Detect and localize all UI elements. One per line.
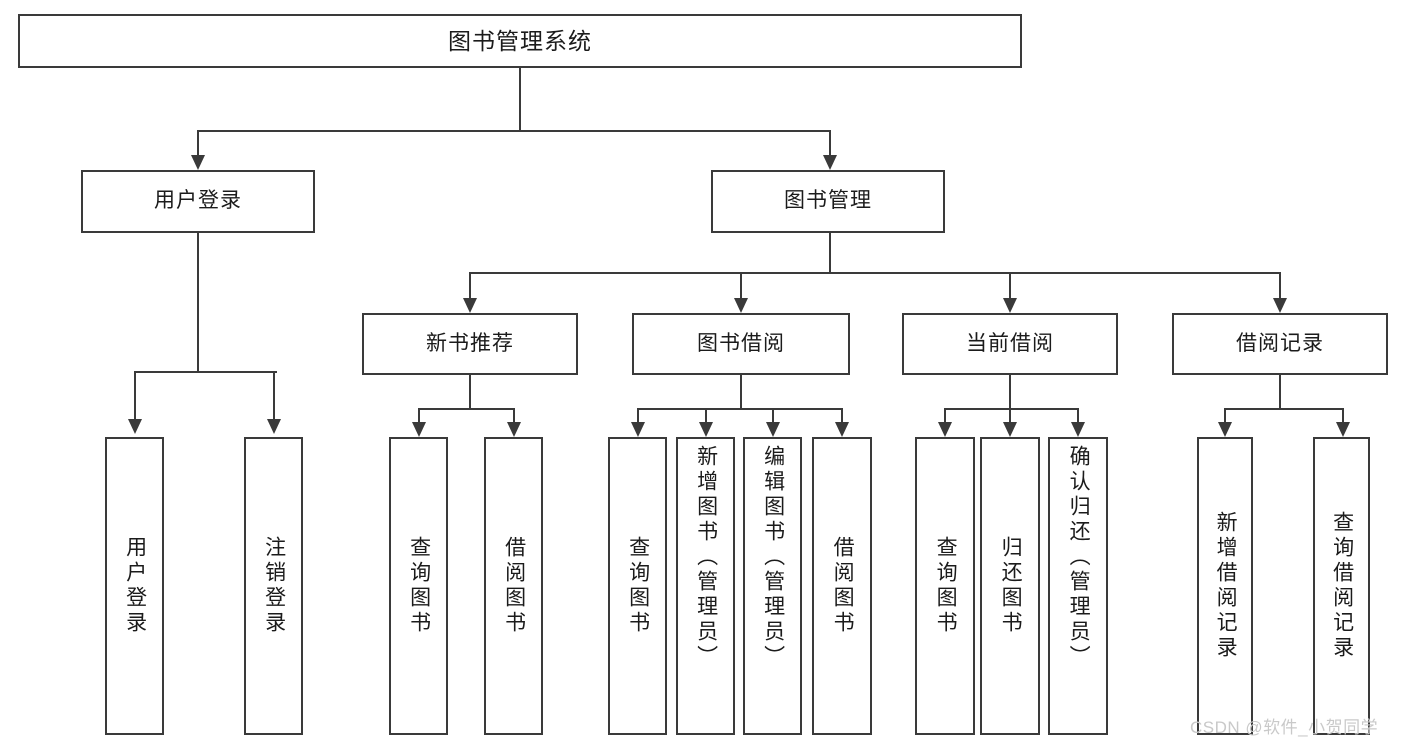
node-label: 新书推荐 — [426, 331, 514, 355]
leaf-label: 查询图书 — [934, 536, 958, 636]
leaf-confirm-return-admin[interactable]: 确认归还（管理员） — [1048, 437, 1108, 735]
connector-bm-to-book-borrow — [740, 272, 742, 298]
arrow-nb-leaf-1 — [412, 422, 426, 437]
connector-root-to-book-management — [829, 130, 831, 155]
connector-borrow-record-bar — [1224, 408, 1342, 410]
connector-new-book-stem — [469, 375, 471, 408]
connector-current-borrow-stem — [1009, 375, 1011, 408]
leaf-label: 注销登录 — [262, 536, 286, 636]
arrow-cb-leaf-3 — [1071, 422, 1085, 437]
arrow-to-user-login — [191, 155, 205, 170]
leaf-add-book-admin[interactable]: 新增图书（管理员） — [676, 437, 735, 735]
leaf-user-login[interactable]: 用户登录 — [105, 437, 164, 735]
arrow-bb-leaf-2 — [699, 422, 713, 437]
leaf-label: 确认归还（管理员） — [1067, 445, 1091, 670]
connector-cb-to-leaf-3 — [1077, 408, 1079, 422]
connector-root-stem — [519, 68, 521, 130]
leaf-label: 新增借阅记录 — [1214, 511, 1238, 661]
connector-bb-to-leaf-1 — [637, 408, 639, 422]
connector-bm-to-new-book — [469, 272, 471, 298]
leaf-add-borrow-record[interactable]: 新增借阅记录 — [1197, 437, 1253, 735]
leaf-label: 查询借阅记录 — [1330, 511, 1354, 661]
arrow-br-leaf-2 — [1336, 422, 1350, 437]
connector-current-borrow-bar — [944, 408, 1078, 410]
node-borrow-record[interactable]: 借阅记录 — [1172, 313, 1388, 375]
connector-bb-to-leaf-3 — [772, 408, 774, 422]
arrow-bb-leaf-4 — [835, 422, 849, 437]
arrow-br-leaf-1 — [1218, 422, 1232, 437]
connector-bm-to-borrow-record — [1279, 272, 1281, 298]
leaf-label: 查询图书 — [407, 536, 431, 636]
connector-bm-to-current-borrow — [1009, 272, 1011, 298]
node-book-borrow[interactable]: 图书借阅 — [632, 313, 850, 375]
leaf-query-book-recommend[interactable]: 查询图书 — [389, 437, 448, 735]
connector-bb-to-leaf-4 — [841, 408, 843, 422]
node-book-management[interactable]: 图书管理 — [711, 170, 945, 233]
arrow-to-borrow-record — [1273, 298, 1287, 313]
connector-book-borrow-stem — [740, 375, 742, 408]
node-label: 图书借阅 — [697, 331, 785, 355]
arrow-cb-leaf-2 — [1003, 422, 1017, 437]
node-label: 图书管理 — [784, 189, 872, 213]
arrow-cb-leaf-1 — [938, 422, 952, 437]
connector-borrow-record-stem — [1279, 375, 1281, 408]
connector-br-to-leaf-2 — [1342, 408, 1344, 422]
arrow-to-current-borrow — [1003, 298, 1017, 313]
leaf-label: 新增图书（管理员） — [694, 445, 718, 670]
node-label: 当前借阅 — [966, 331, 1054, 355]
connector-bb-to-leaf-2 — [705, 408, 707, 422]
connector-new-book-bar — [418, 408, 513, 410]
connector-new-book-to-leaf-2 — [513, 408, 515, 422]
leaf-edit-book-admin[interactable]: 编辑图书（管理员） — [743, 437, 802, 735]
connector-root-to-user-login — [197, 130, 199, 155]
node-current-borrow[interactable]: 当前借阅 — [902, 313, 1118, 375]
connector-book-borrow-bar — [637, 408, 842, 410]
arrow-to-book-management — [823, 155, 837, 170]
connector-user-login-to-leaf-2 — [273, 371, 275, 419]
leaf-label: 借阅图书 — [502, 536, 526, 636]
arrow-bb-leaf-3 — [766, 422, 780, 437]
connector-cb-to-leaf-2 — [1009, 408, 1011, 422]
connector-new-book-to-leaf-1 — [418, 408, 420, 422]
arrow-bb-leaf-1 — [631, 422, 645, 437]
node-label: 用户登录 — [154, 189, 242, 213]
connector-user-login-bar — [134, 371, 277, 373]
node-new-book-recommend[interactable]: 新书推荐 — [362, 313, 578, 375]
leaf-label: 查询图书 — [626, 536, 650, 636]
connector-cb-to-leaf-1 — [944, 408, 946, 422]
leaf-query-borrow-record[interactable]: 查询借阅记录 — [1313, 437, 1370, 735]
leaf-query-book-current[interactable]: 查询图书 — [915, 437, 975, 735]
arrow-to-leaf-user-login — [128, 419, 142, 434]
watermark: CSDN @软件_小贺同学 — [1190, 718, 1379, 737]
leaf-return-book[interactable]: 归还图书 — [980, 437, 1040, 735]
leaf-label: 编辑图书（管理员） — [761, 445, 785, 670]
connector-br-to-leaf-1 — [1224, 408, 1226, 422]
arrow-to-new-book-recommend — [463, 298, 477, 313]
node-user-login[interactable]: 用户登录 — [81, 170, 315, 233]
leaf-logout-login[interactable]: 注销登录 — [244, 437, 303, 735]
arrow-nb-leaf-2 — [507, 422, 521, 437]
leaf-label: 用户登录 — [123, 536, 147, 636]
node-root-book-management-system[interactable]: 图书管理系统 — [18, 14, 1022, 68]
leaf-label: 借阅图书 — [831, 536, 855, 636]
connector-book-management-bar — [469, 272, 1281, 274]
leaf-label: 归还图书 — [999, 536, 1023, 636]
arrow-to-book-borrow — [734, 298, 748, 313]
connector-root-bar — [197, 130, 831, 132]
leaf-query-book-borrow[interactable]: 查询图书 — [608, 437, 667, 735]
arrow-to-leaf-logout — [267, 419, 281, 434]
node-label: 图书管理系统 — [448, 27, 592, 54]
connector-user-login-stem — [197, 233, 199, 371]
connector-book-management-stem — [829, 233, 831, 272]
node-label: 借阅记录 — [1236, 331, 1324, 355]
leaf-borrow-book[interactable]: 借阅图书 — [812, 437, 872, 735]
connector-user-login-to-leaf-1 — [134, 371, 136, 419]
leaf-borrow-book-recommend[interactable]: 借阅图书 — [484, 437, 543, 735]
